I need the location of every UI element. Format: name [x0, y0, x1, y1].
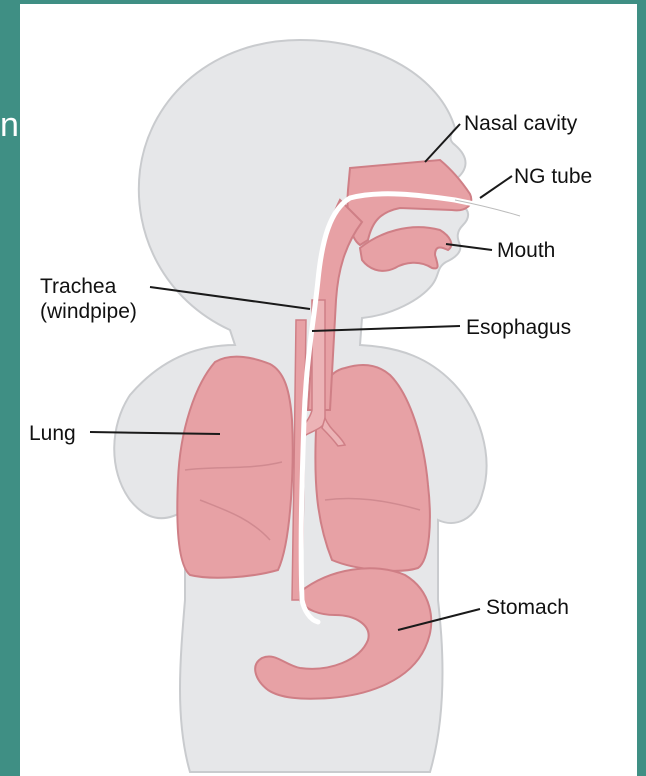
label-nasal-cavity: Nasal cavity: [464, 112, 578, 135]
label-mouth: Mouth: [497, 239, 555, 262]
label-trachea-windpipe: (windpipe): [40, 300, 137, 323]
label-esophagus: Esophagus: [466, 316, 571, 339]
label-ng-tube: NG tube: [514, 165, 592, 188]
leader-ng-tube: [480, 176, 512, 198]
label-lung: Lung: [29, 422, 76, 445]
label-stomach: Stomach: [486, 596, 569, 619]
label-trachea: Trachea: [40, 275, 117, 298]
